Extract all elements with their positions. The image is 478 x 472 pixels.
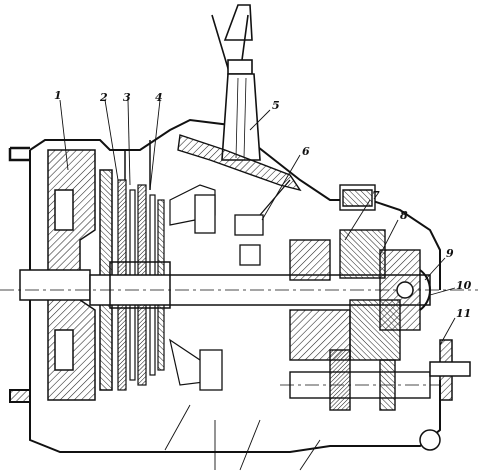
label-10: 10 bbox=[456, 279, 472, 292]
leader-lines bbox=[59, 99, 456, 471]
label-1: 1 bbox=[54, 89, 62, 102]
label-5: 5 bbox=[272, 99, 280, 112]
label-7: 7 bbox=[372, 189, 380, 202]
label-8: 8 bbox=[400, 209, 408, 222]
output-flange bbox=[396, 269, 471, 451]
filler-cap bbox=[339, 184, 376, 211]
shift-mechanism bbox=[194, 179, 291, 391]
countershaft bbox=[280, 349, 440, 411]
label-3: 3 bbox=[123, 91, 131, 104]
top-cover bbox=[177, 134, 302, 192]
gear-lever bbox=[211, 4, 261, 161]
label-2: 2 bbox=[100, 91, 108, 104]
label-6: 6 bbox=[302, 145, 310, 158]
label-11: 11 bbox=[456, 307, 472, 320]
label-4: 4 bbox=[155, 91, 163, 104]
main-shaft bbox=[0, 261, 478, 309]
label-9: 9 bbox=[446, 247, 454, 260]
